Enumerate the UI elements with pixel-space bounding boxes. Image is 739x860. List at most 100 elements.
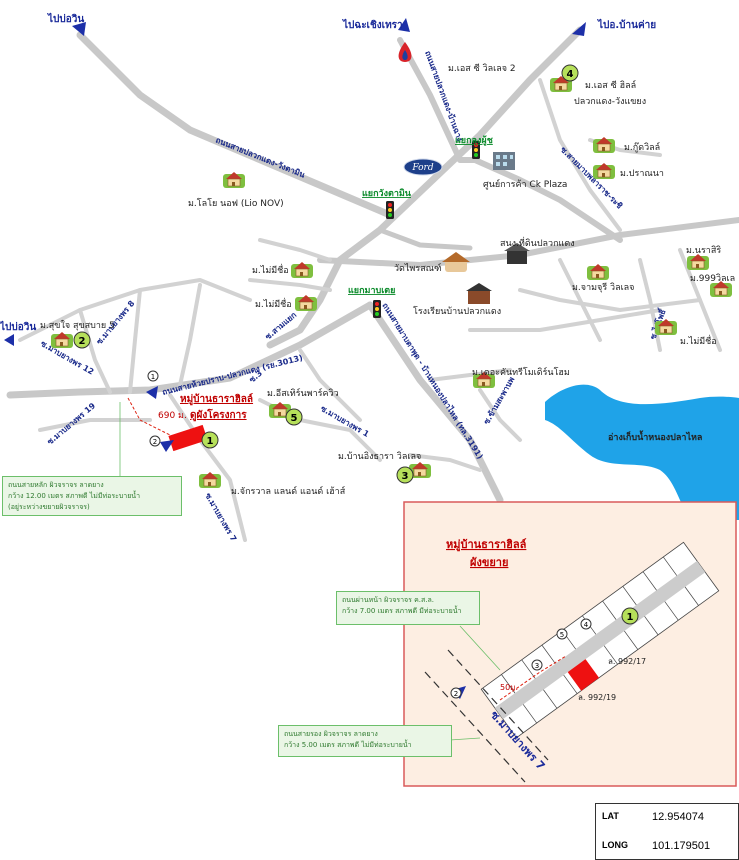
traffic-light-icon: [373, 300, 381, 318]
road-label: ซ.มาบยางพร 19: [46, 401, 98, 447]
ford-logo-icon: Ford: [403, 158, 443, 176]
svg-text:3: 3: [402, 471, 409, 482]
svg-text:3: 3: [535, 662, 539, 670]
place-label: ม.ไม่มีชื่อ: [680, 334, 717, 347]
svg-text:4: 4: [567, 69, 574, 80]
north-arrow-icon: [572, 22, 586, 36]
marker-4: 4: [561, 64, 579, 82]
place-label: ม.เดอะคันทรีโมเดิร์นโฮม: [472, 366, 570, 378]
road-label: ถนนสายปลวกแดง-วังตามิน: [214, 136, 306, 180]
dest-top-left: ไปบ่อวิน: [47, 12, 84, 25]
place-label: ม.กู๊ดวิลล์: [624, 141, 660, 153]
office-icon: [504, 243, 530, 264]
inset-title: หมู่บ้านธาราฮิลล์: [446, 538, 527, 552]
note-line: กว้าง 7.00 เมตร สภาพดี มีท่อระบายน้ำ: [342, 607, 462, 615]
place-label: ม.สุขใจ สุขสบาย 5: [40, 320, 115, 331]
svg-text:2: 2: [153, 438, 157, 446]
lot-label: ล. 992/17: [608, 657, 646, 666]
svg-text:1: 1: [207, 436, 214, 447]
road-label: ซ.สายมาบพลาราช-ระชิ: [559, 145, 625, 211]
place-label: อ่างเก็บน้ำหนองปลาไหล: [608, 430, 702, 443]
village-icon: [592, 136, 616, 154]
lat-value: 12.954074: [652, 811, 704, 823]
place-label: ม.จามจุรี วิลเลจ: [572, 282, 634, 293]
road-label: ซ.มาบยางพร 1: [319, 404, 371, 439]
dest-left: ไปบ่อวิน: [0, 320, 36, 333]
lot-label: ล. 992/19: [578, 693, 616, 702]
project-plot: [168, 424, 208, 452]
place-label: ม.ไม่มีชื่อ: [252, 263, 289, 276]
traffic-light-icon: [386, 201, 394, 219]
reservoir-water: [545, 384, 739, 520]
lat-label: LAT: [602, 811, 619, 821]
point-2: 2: [450, 687, 462, 699]
note-secondary-road: ถนนสายรอง ผิวจราจร ลาดยาง กว้าง 5.00 เมต…: [278, 725, 452, 757]
note-line: ถนนผ่านหน้า ผิวจราจร ค.ส.ล.: [342, 596, 435, 604]
place-label: ม.999วิลเล: [690, 273, 735, 284]
note-front-road: ถนนผ่านหน้า ผิวจราจร ค.ส.ล. กว้าง 7.00 เ…: [336, 591, 480, 625]
direction-arrow-icon: [160, 440, 174, 452]
destination-arrows: [4, 18, 586, 346]
note-main-road: ถนนสายหลัก ผิวจราจร ลาดยาง กว้าง 12.00 เ…: [2, 476, 182, 516]
svg-text:2: 2: [79, 336, 86, 347]
building-icon: [493, 152, 515, 170]
north-arrow-icon: [398, 18, 410, 32]
place-label: สนง.ที่ดินปลวกแดง: [500, 236, 575, 249]
marker-5: 5: [285, 408, 303, 426]
west-arrow-icon: [4, 334, 14, 346]
place-label: ศูนย์การค้า Ck Plaza: [483, 178, 567, 190]
junction-label: แยกมาบเตย: [348, 286, 395, 296]
long-value: 101.179501: [652, 840, 711, 852]
marker-2: 2: [73, 331, 91, 349]
inset-route: [499, 655, 567, 701]
svg-text:2: 2: [454, 690, 458, 698]
junction-label: แยกลุงผู้ช: [455, 135, 493, 146]
svg-text:5: 5: [560, 631, 564, 639]
svg-text:1: 1: [627, 612, 634, 623]
place-label: ม.เอส ซี วิลเลจ 2: [448, 63, 516, 74]
village-icon: [198, 471, 222, 489]
village-icon: [50, 331, 74, 349]
place-label: ม.อีสเทิร์นพาร์ควิว: [267, 387, 339, 399]
place-label: ม.เอส ซี ฮิลล์: [585, 79, 636, 91]
temple-icon: [442, 252, 470, 272]
place-label: วัดไพรสณฑ์: [394, 262, 442, 274]
village-icon: [290, 261, 314, 279]
village-icon: [686, 253, 710, 271]
place-label: ม.ไม่มีชื่อ: [255, 297, 292, 310]
note-line: ถนนสายรอง ผิวจราจร ลาดยาง: [284, 730, 378, 738]
dest-top-center: ไปฉะเชิงเทรา: [342, 18, 403, 31]
project-name: หมู่บ้านธาราฮิลล์: [180, 393, 253, 406]
direction-arrow-icon: [146, 386, 158, 399]
place-label: โรงเรียนบ้านปลวกแดง: [413, 306, 501, 317]
village-icon: [222, 171, 246, 189]
note-line: กว้าง 5.00 เมตร สภาพดี ไม่มีท่อระบายน้ำ: [284, 741, 412, 749]
svg-text:Ford: Ford: [411, 163, 433, 173]
coordinates-box: LAT 12.954074 LONG 101.179501: [595, 803, 739, 860]
svg-text:5: 5: [291, 413, 298, 424]
place-label: ปลวกแดง-วังแขยง: [574, 97, 646, 107]
road-label: ถนนสายมาบตาพุด - บ้านหนองปลาไหล (ทล.3191…: [379, 301, 485, 462]
place-label: ม.โลโย นอฟ (Lio NOV): [188, 198, 284, 209]
junction-label: แยกวังตามิน: [362, 188, 412, 199]
marker-1: 1: [201, 431, 219, 449]
marker-1: 1: [621, 607, 639, 625]
place-label: ม.จักรวาล แลนด์ แอนด์ เฮ้าส์: [231, 485, 346, 497]
place-label: ม.ปราณนา: [620, 169, 664, 179]
village-icon: [586, 263, 610, 281]
marker-3: 3: [396, 466, 414, 484]
project-route: [127, 397, 171, 436]
project-sub: ดูผังโครงการ: [190, 408, 247, 422]
svg-text:1: 1: [151, 373, 155, 381]
place-label: ม.บ้านอิงธารา วิลเลจ: [338, 451, 421, 462]
svg-text:4: 4: [584, 621, 589, 629]
note-line: ถนนสายหลัก ผิวจราจร ลาดยาง: [8, 481, 104, 489]
gas-station-icon: [398, 42, 412, 62]
point-3: 3: [531, 659, 543, 671]
north-arrow-icon: [72, 22, 86, 36]
note-line: (อยู่ระหว่างขยายผิวจราจร): [8, 503, 90, 511]
project-distance: 690 ม.: [158, 411, 187, 421]
inset-grid: [480, 541, 720, 739]
point-4: 4: [580, 618, 592, 630]
